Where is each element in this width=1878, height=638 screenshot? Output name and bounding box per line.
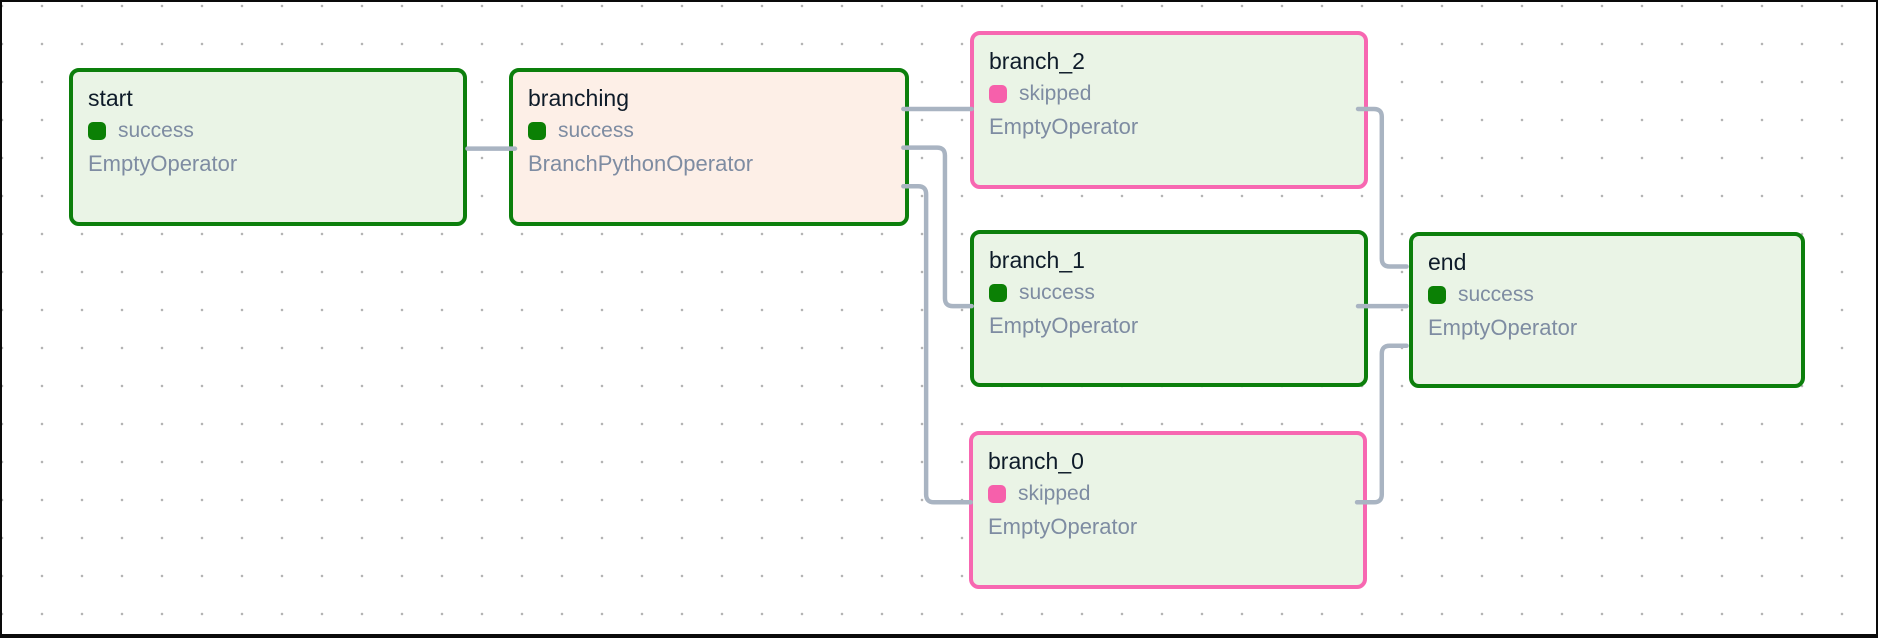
node-title: branch_0 — [988, 448, 1084, 474]
edge-branching-to-branch_1 — [901, 145, 974, 309]
skipped-status-icon — [988, 485, 1006, 503]
node-status-row: skipped — [989, 81, 1349, 107]
node-status-label: skipped — [1018, 482, 1091, 505]
skipped-status-icon — [989, 85, 1007, 103]
node-operator-label: EmptyOperator — [989, 114, 1139, 139]
node-title: branching — [528, 85, 630, 111]
node-operator-label: EmptyOperator — [989, 313, 1139, 338]
node-status-row: success — [528, 118, 890, 144]
node-operator-label: EmptyOperator — [1428, 315, 1578, 340]
node-status-row: skipped — [988, 481, 1348, 507]
node-status-row: success — [989, 280, 1349, 306]
success-status-icon — [88, 122, 106, 140]
node-operator-label: EmptyOperator — [988, 514, 1138, 539]
node-title: branch_1 — [989, 247, 1085, 273]
success-status-icon — [1428, 286, 1446, 304]
node-status-label: skipped — [1019, 82, 1092, 105]
node-operator-label: EmptyOperator — [88, 151, 238, 176]
node-status-label: success — [1458, 283, 1534, 306]
node-title: branch_2 — [989, 48, 1085, 74]
node-status-row: success — [88, 118, 448, 144]
node-title: end — [1428, 249, 1467, 275]
node-status-label: success — [118, 119, 194, 142]
node-title: start — [88, 85, 133, 111]
node-status-label: success — [558, 119, 634, 142]
edge-branching-to-branch_0 — [901, 184, 973, 505]
node-status-label: success — [1019, 281, 1095, 304]
success-status-icon — [989, 284, 1007, 302]
success-status-icon — [528, 122, 546, 140]
node-status-row: success — [1428, 282, 1786, 308]
node-operator-label: BranchPythonOperator — [528, 151, 754, 176]
